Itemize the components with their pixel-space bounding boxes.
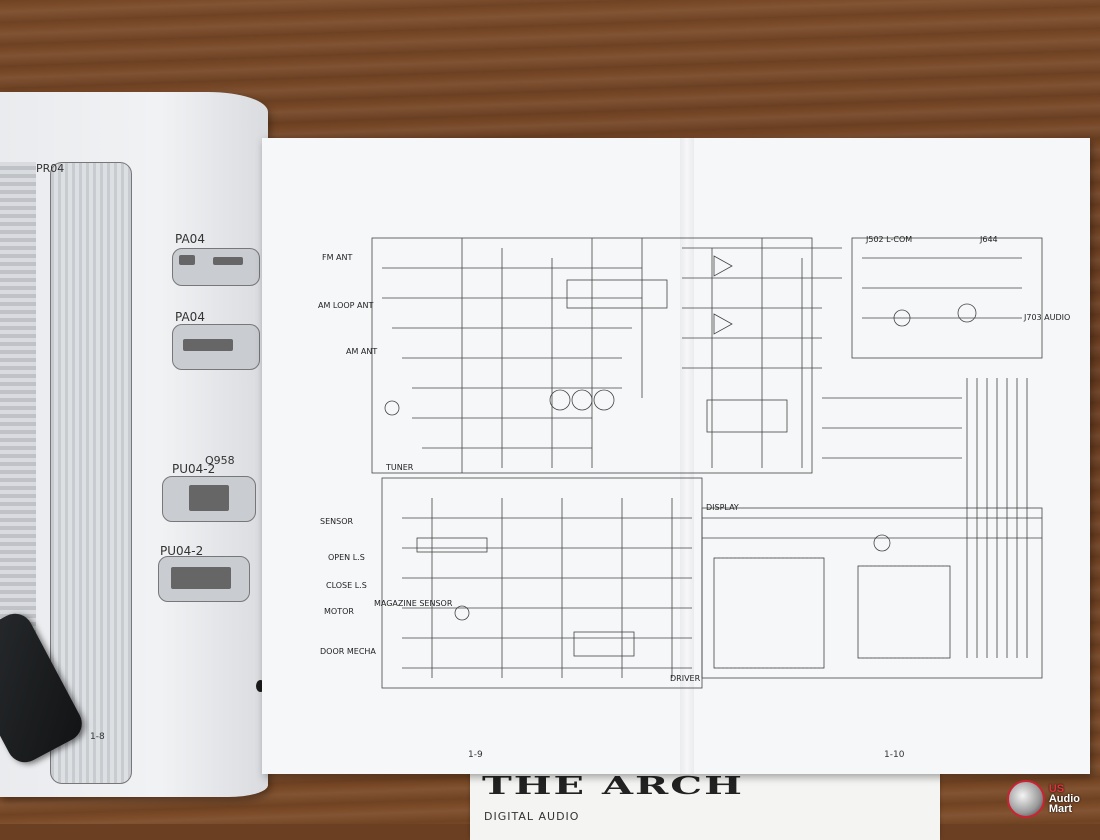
label-fm-ant: FM ANT bbox=[322, 253, 353, 262]
pcb-label-pa04-2: PA04 bbox=[175, 310, 205, 324]
pcb-edge-layout bbox=[0, 162, 36, 642]
schematic-sheet: FM ANT AM LOOP ANT AM ANT TUNER SENSOR D… bbox=[262, 138, 1090, 774]
pcb-label-pu04-2-2: PU04-2 bbox=[160, 544, 204, 558]
label-door-mecha: DOOR MECHA bbox=[320, 647, 376, 656]
pcb-pa04-1 bbox=[172, 248, 260, 286]
pcb-label-pu04-2-1: PU04-2 bbox=[172, 462, 216, 476]
left-page-number: 1-8 bbox=[90, 732, 105, 742]
booklet-subtitle: DIGITAL AUDIO bbox=[484, 810, 580, 823]
pcb-label-q958: Q958 bbox=[205, 454, 235, 467]
label-sensor: SENSOR bbox=[320, 517, 353, 526]
label-magazine-sensor: MAGAZINE SENSOR bbox=[374, 599, 453, 608]
page-number-1-10: 1-10 bbox=[884, 750, 905, 760]
label-open-ls: OPEN L.S bbox=[328, 553, 365, 562]
pcb-pu04-2-1 bbox=[162, 476, 256, 522]
left-page: PR04 PA04 PA04 Q958 PU04-2 PU04-2 1-8 bbox=[0, 92, 268, 797]
pcb-strip-layout bbox=[50, 162, 132, 784]
sheet-fold bbox=[680, 138, 694, 774]
pcb-pu04-2-2 bbox=[158, 556, 250, 602]
label-j502: J502 L-COM bbox=[865, 235, 912, 244]
schematic-diagram: FM ANT AM LOOP ANT AM ANT TUNER SENSOR D… bbox=[318, 235, 1070, 689]
label-close-ls: CLOSE L.S bbox=[326, 581, 367, 590]
label-display: DISPLAY bbox=[706, 503, 739, 512]
page-number-1-9: 1-9 bbox=[468, 750, 483, 760]
pcb-label-pr04: PR04 bbox=[36, 162, 65, 175]
speaker-logo-icon bbox=[1006, 780, 1045, 818]
binding-hole bbox=[256, 680, 265, 692]
watermark-text: US Audio Mart bbox=[1048, 783, 1080, 815]
pcb-pa04-2 bbox=[172, 324, 260, 370]
label-am-loop-ant: AM LOOP ANT bbox=[318, 301, 374, 310]
us-audio-mart-watermark: US Audio Mart bbox=[1006, 780, 1080, 818]
label-motor: MOTOR bbox=[324, 607, 354, 616]
label-driver: DRIVER bbox=[670, 674, 701, 683]
pcb-label-pa04-1: PA04 bbox=[175, 232, 205, 246]
label-j703-audio: J703 AUDIO bbox=[1023, 313, 1070, 322]
label-tuner: TUNER bbox=[385, 463, 414, 472]
label-j644: J644 bbox=[979, 235, 998, 244]
booklet-brand: THE ARCH bbox=[482, 772, 744, 801]
label-am-ant: AM ANT bbox=[346, 347, 377, 356]
manual-booklet: THE ARCH DIGITAL AUDIO bbox=[470, 770, 940, 840]
